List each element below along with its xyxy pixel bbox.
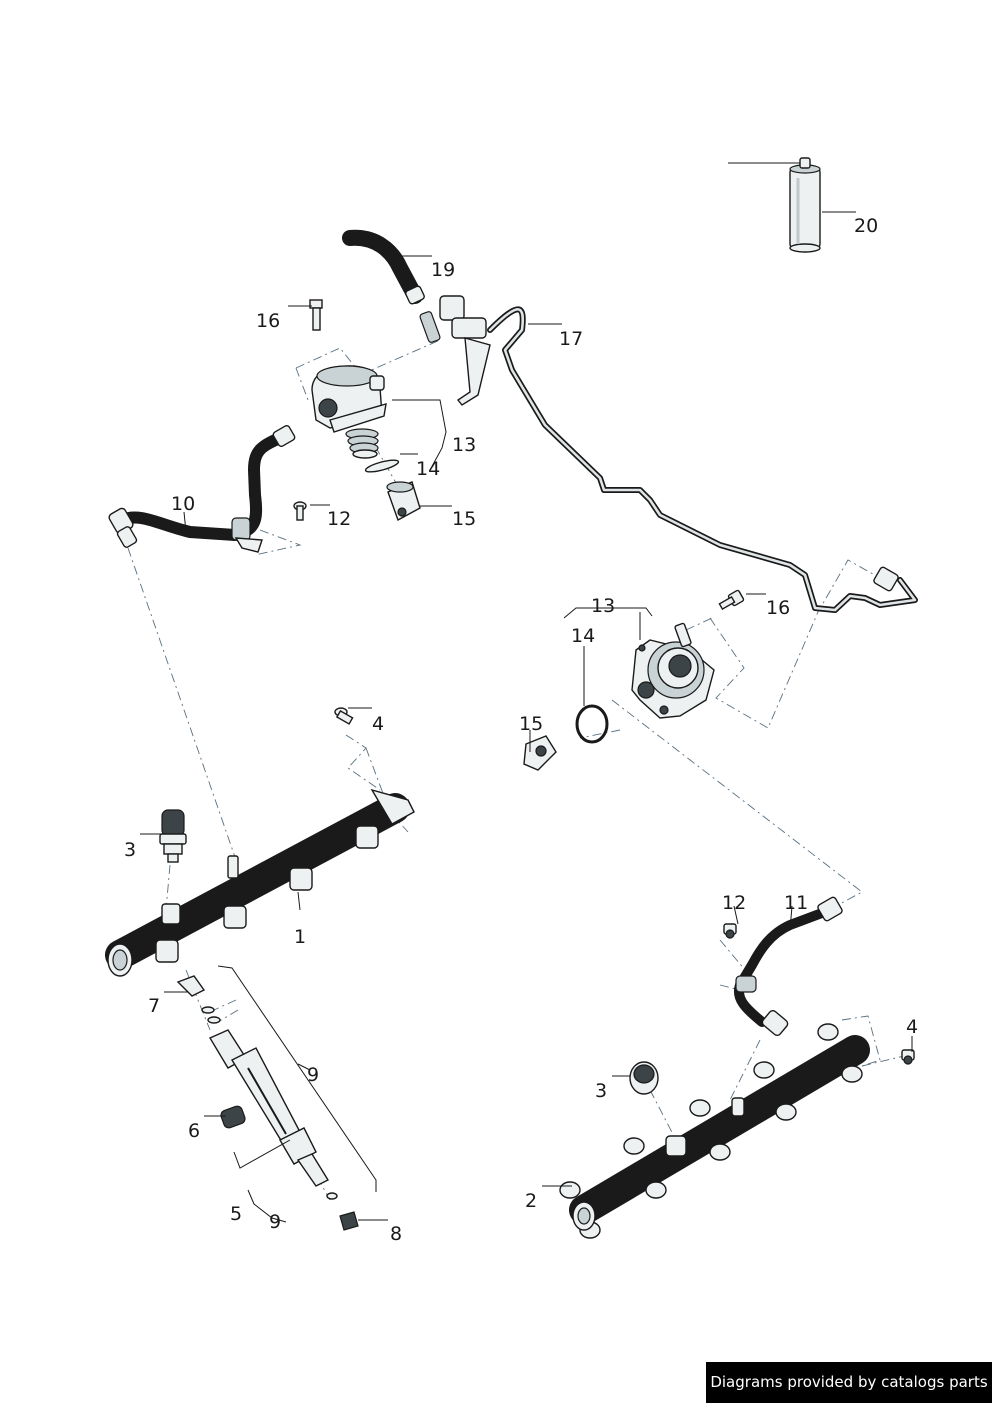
callout-5: 5	[230, 1203, 242, 1225]
callout-3-right: 3	[595, 1080, 607, 1102]
leader-lines	[140, 211, 913, 1223]
callout-10: 10	[171, 493, 195, 515]
screw-lower	[723, 923, 737, 939]
o-ring-middle	[575, 704, 609, 744]
callout-1: 1	[294, 926, 306, 948]
callout-9-lower: 9	[269, 1211, 281, 1233]
callout-13: 13	[452, 434, 476, 456]
roller-tappet-middle	[523, 735, 557, 771]
watermark-banner: Diagrams provided by catalogs parts	[706, 1362, 992, 1403]
fuel-rail-left	[105, 788, 415, 977]
retaining-clip	[176, 975, 206, 997]
callout-6: 6	[188, 1120, 200, 1142]
callout-12-lower: 12	[722, 892, 746, 914]
fuel-line-right	[733, 896, 843, 1037]
o-ring-upper	[364, 459, 400, 473]
spray-can	[728, 157, 821, 253]
screw-upper	[293, 501, 307, 521]
callout-15-middle: 15	[519, 713, 543, 735]
hose	[342, 229, 425, 305]
callout-17: 17	[559, 328, 583, 350]
callout-13-middle: 13	[591, 595, 615, 617]
callout-15: 15	[452, 508, 476, 530]
callout-2: 2	[525, 1190, 537, 1212]
fuel-rail-right	[559, 1023, 870, 1239]
callout-12: 12	[327, 508, 351, 530]
callout-4: 4	[372, 713, 384, 735]
callout-19: 19	[431, 259, 455, 281]
callout-14-middle: 14	[571, 625, 595, 647]
callout-3: 3	[124, 839, 136, 861]
seal-rings	[201, 1006, 221, 1024]
pressure-sensor-right	[629, 1061, 659, 1095]
callout-20: 20	[854, 215, 878, 237]
injector-nut	[220, 1105, 246, 1129]
bolt-upper	[309, 299, 323, 331]
callout-9: 9	[307, 1064, 319, 1086]
callout-16: 16	[256, 310, 280, 332]
fuel-line-upper	[419, 295, 918, 613]
bolt-right-rail	[901, 1049, 915, 1065]
pump-spring	[345, 428, 379, 459]
assembly-lines	[127, 339, 905, 1201]
pump-middle	[631, 622, 715, 719]
pump-upper	[311, 365, 387, 459]
injector-clip	[326, 1192, 359, 1231]
fuel-line-left	[108, 424, 296, 553]
callout-8: 8	[390, 1223, 402, 1245]
roller-tappet-upper	[386, 481, 421, 522]
callout-11: 11	[784, 892, 808, 914]
callout-labels: 20 19 16 17 13 14 10 12 15 13 14 16 15 4…	[124, 215, 918, 1245]
callout-16-middle: 16	[766, 597, 790, 619]
bolt-middle	[718, 589, 745, 611]
pressure-sensor-left	[159, 809, 187, 863]
bolt-left-rail	[334, 707, 354, 725]
fuel-injector	[208, 1029, 329, 1187]
callout-7: 7	[148, 995, 160, 1017]
callout-14: 14	[416, 458, 440, 480]
callout-4-right: 4	[906, 1016, 918, 1038]
